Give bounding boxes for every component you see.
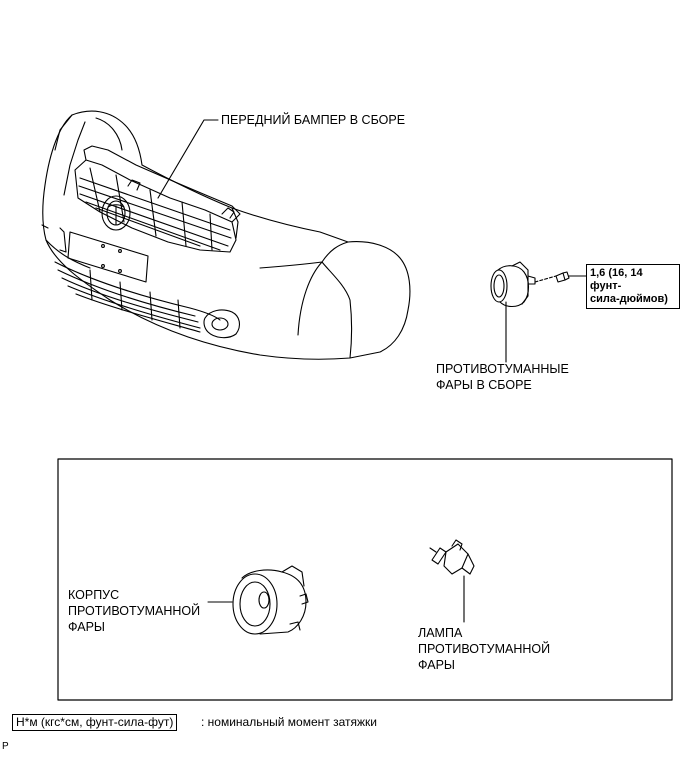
fog-light-assembly-label-line1: ПРОТИВОТУМАННЫЕ — [436, 362, 569, 376]
torque-spec-box: 1,6 (16, 14 фунт- сила-дюймов) — [586, 264, 680, 309]
housing-label-line2: ПРОТИВОТУМАННОЙ — [68, 604, 201, 618]
housing-label-line3: ФАРЫ — [68, 620, 105, 634]
bulb-label-line3: ФАРЫ — [418, 658, 455, 672]
screw-drawing — [555, 271, 570, 283]
fog-light-housing-drawing — [232, 565, 309, 635]
bulb-label-line2: ПРОТИВОТУМАННОЙ — [418, 642, 551, 656]
torque-spec-line2: сила-дюймов) — [590, 293, 668, 305]
bumper-leader — [157, 119, 219, 199]
front-bumper-drawing — [41, 110, 411, 360]
legend-description: : номинальный момент затяжки — [201, 715, 377, 729]
fog-bulb-drawing — [429, 539, 475, 575]
front-bumper-label: ПЕРЕДНИЙ БАМПЕР В СБОРЕ — [221, 113, 406, 127]
corner-mark: P — [2, 741, 9, 752]
fog-light-assembly-drawing — [490, 261, 536, 308]
housing-label-line1: КОРПУС — [68, 588, 120, 602]
components-frame — [57, 458, 673, 701]
fog-light-assembly-label-line2: ФАРЫ В СБОРЕ — [436, 378, 532, 392]
torque-spec-line1: 1,6 (16, 14 фунт- — [590, 267, 643, 292]
bulb-label-line1: ЛАМПА — [418, 626, 463, 640]
legend-unit-box: Н*м (кгс*см, фунт-сила-фут) — [12, 714, 178, 731]
screw-dashed-line — [534, 275, 557, 283]
